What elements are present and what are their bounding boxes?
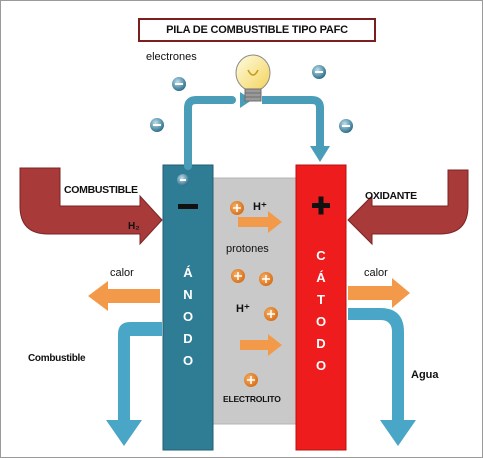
diagram-title: PILA DE COMBUSTIBLE TIPO PAFC <box>138 18 376 42</box>
cathode-plus-icon <box>312 196 330 215</box>
light-bulb-icon <box>235 54 271 102</box>
electron-wire-right <box>262 96 324 150</box>
cathode-letter: O <box>315 358 327 373</box>
anode-letter: Á <box>183 265 193 280</box>
anode-block <box>162 164 214 451</box>
proton-arrow <box>240 334 282 356</box>
anode-minus-icon <box>178 204 198 209</box>
electron-icon <box>177 174 189 186</box>
cathode-letter: D <box>316 336 326 351</box>
anode-letter: N <box>183 287 193 302</box>
label-combustible-in: COMBUSTIBLE <box>64 184 138 196</box>
water-output-arrow <box>348 308 416 446</box>
heat-arrow-left <box>88 281 160 311</box>
cathode-letter: C <box>316 248 326 263</box>
anode-label: Á N O D O <box>176 262 200 372</box>
cathode-label: C Á T O D O <box>309 245 333 377</box>
heat-arrow-right <box>348 278 410 308</box>
label-combustible-out: Combustible <box>28 353 86 364</box>
cathode-letter: T <box>317 292 325 307</box>
fuel-input-arrow <box>19 167 163 246</box>
label-protones: protones <box>226 243 269 255</box>
electron-wire-left <box>184 96 236 170</box>
wire-arrowhead <box>310 146 330 162</box>
label-calor-right: calor <box>364 267 388 279</box>
proton-icon <box>231 269 245 283</box>
label-calor-left: calor <box>110 267 134 279</box>
title-text: PILA DE COMBUSTIBLE TIPO PAFC <box>166 24 348 36</box>
oxidant-input-arrow <box>347 169 469 246</box>
proton-icon <box>264 307 278 321</box>
anode-letter: O <box>182 309 194 324</box>
label-h-plus-2: H⁺ <box>236 303 250 315</box>
label-electrolito: ELECTROLITO <box>223 394 281 404</box>
cathode-letter: Á <box>316 270 326 285</box>
label-electrones: electrones <box>146 51 197 63</box>
electron-icon <box>172 77 186 91</box>
label-h2: H₂ <box>128 221 140 232</box>
label-oxidante: OXIDANTE <box>365 190 417 202</box>
label-agua: Agua <box>411 369 439 381</box>
proton-icon <box>230 201 244 215</box>
electron-icon <box>150 118 164 132</box>
proton-arrow <box>238 211 282 233</box>
anode-letter: D <box>183 331 193 346</box>
proton-icon <box>244 373 258 387</box>
electron-icon <box>339 119 353 133</box>
proton-icon <box>259 272 273 286</box>
electrolyte-block <box>212 177 297 425</box>
label-h-plus-1: H⁺ <box>253 201 267 213</box>
electron-icon <box>312 65 326 79</box>
fuel-output-arrow <box>106 322 162 446</box>
anode-letter: O <box>182 353 194 368</box>
cathode-letter: O <box>315 314 327 329</box>
